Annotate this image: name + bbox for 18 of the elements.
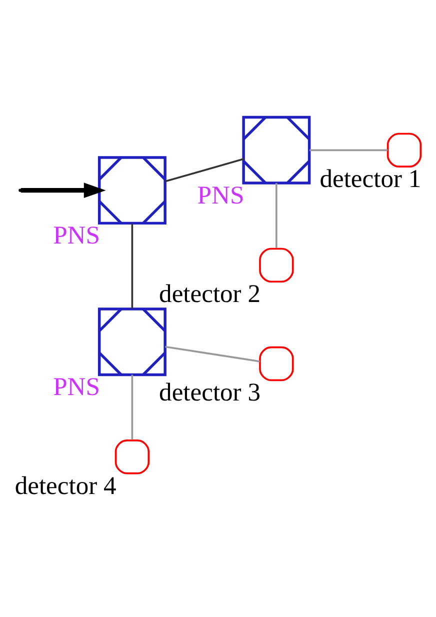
node-label: detector 2	[159, 278, 261, 308]
connector	[310, 148, 388, 151]
connector	[131, 374, 134, 440]
node-semicircle	[259, 346, 294, 381]
connector	[164, 158, 244, 182]
node-label: detector 3	[159, 377, 261, 406]
node-semicircle	[114, 439, 150, 474]
connector	[131, 223, 134, 308]
node-label: detector 1	[320, 164, 422, 193]
node-semicircle	[259, 247, 294, 282]
node-label: PNS	[53, 372, 100, 401]
node-semicircle	[386, 132, 422, 167]
arrow	[20, 182, 106, 198]
node-label: PNS	[197, 180, 244, 209]
connector	[165, 345, 260, 362]
node-label: detector 4	[14, 470, 116, 500]
node-label: PNS	[53, 220, 100, 250]
connector	[276, 182, 278, 248]
